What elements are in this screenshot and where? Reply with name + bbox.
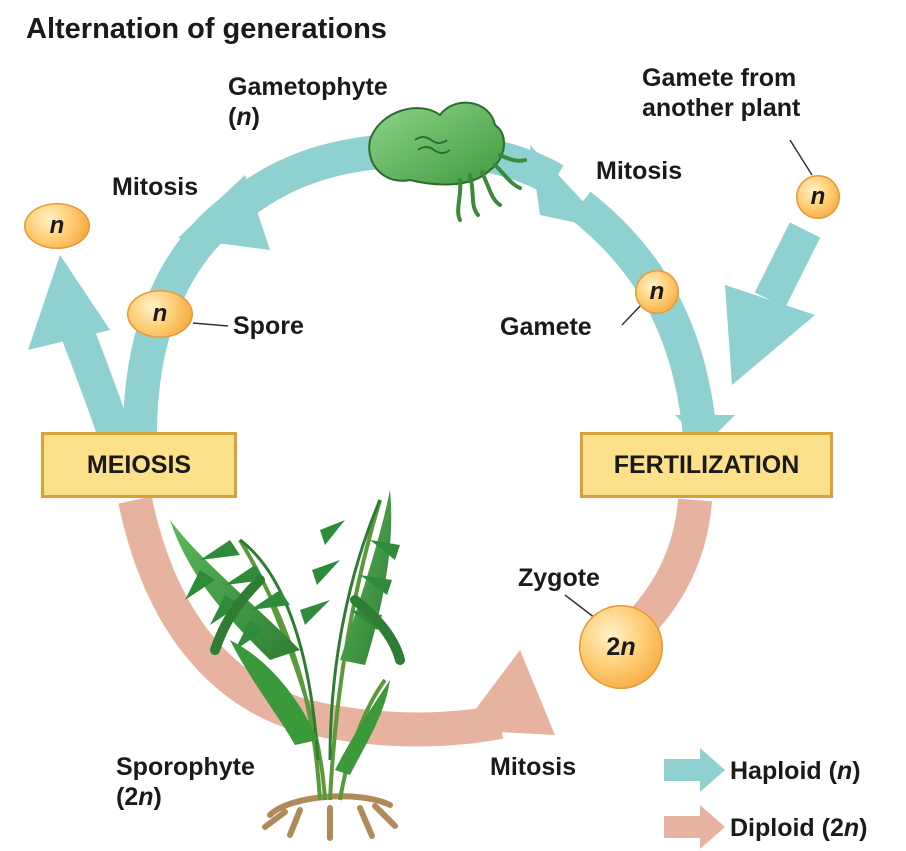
meiosis-side-arrowhead — [28, 255, 110, 350]
haploid-arrowhead-fert — [675, 415, 735, 445]
spore-cell: n — [127, 290, 193, 338]
gametophyte-label: Gametophyte (n) — [228, 72, 388, 132]
other-gamete-arrowhead — [725, 285, 815, 385]
haploid-cell-released: n — [24, 203, 90, 249]
diagram-title: Alternation of generations — [26, 13, 387, 45]
sporophyte-name: Sporophyte — [116, 753, 255, 781]
other-gamete-line2: another plant — [642, 94, 801, 122]
zygote-leader — [564, 594, 596, 619]
mitosis-left-label: Mitosis — [112, 173, 199, 201]
diploid-arc-bottom — [118, 496, 504, 747]
sporophyte-ploidy: (2n) — [116, 783, 162, 811]
mitosis-right-label: Mitosis — [596, 157, 683, 185]
fertilization-box: FERTILIZATION — [580, 432, 833, 498]
fertilization-label: FERTILIZATION — [613, 450, 800, 479]
other-gamete-leader — [789, 139, 813, 176]
gamete-cell: n — [635, 270, 679, 314]
spore-label: Spore — [233, 312, 304, 340]
legend-haploid-arrow — [664, 748, 725, 792]
haploid-arc-right — [569, 191, 717, 437]
gametophyte-illustration — [368, 101, 527, 222]
sporophyte-label: Sporophyte (2n) — [116, 752, 255, 812]
gametophyte-name: Gametophyte — [228, 73, 388, 101]
other-gamete-arrow — [754, 222, 821, 308]
meiosis-box: MEIOSIS — [41, 432, 237, 498]
meiosis-label: MEIOSIS — [86, 450, 192, 479]
other-gamete-label: Gamete from another plant — [642, 63, 800, 123]
mitosis-bottom-label: Mitosis — [490, 753, 577, 781]
legend-diploid-label: Diploid (2n) — [730, 814, 868, 842]
sporophyte-illustration — [170, 490, 405, 841]
other-gamete-cell: n — [796, 175, 840, 219]
spore-leader — [192, 322, 229, 327]
gamete-leader — [621, 302, 644, 326]
other-gamete-line1: Gamete from — [642, 64, 797, 92]
zygote-label: Zygote — [518, 564, 600, 592]
legend-diploid-arrow — [664, 805, 725, 849]
gametophyte-ploidy: (n) — [228, 103, 260, 131]
gamete-label: Gamete — [500, 313, 592, 341]
legend-haploid-label: Haploid (n) — [730, 757, 861, 785]
